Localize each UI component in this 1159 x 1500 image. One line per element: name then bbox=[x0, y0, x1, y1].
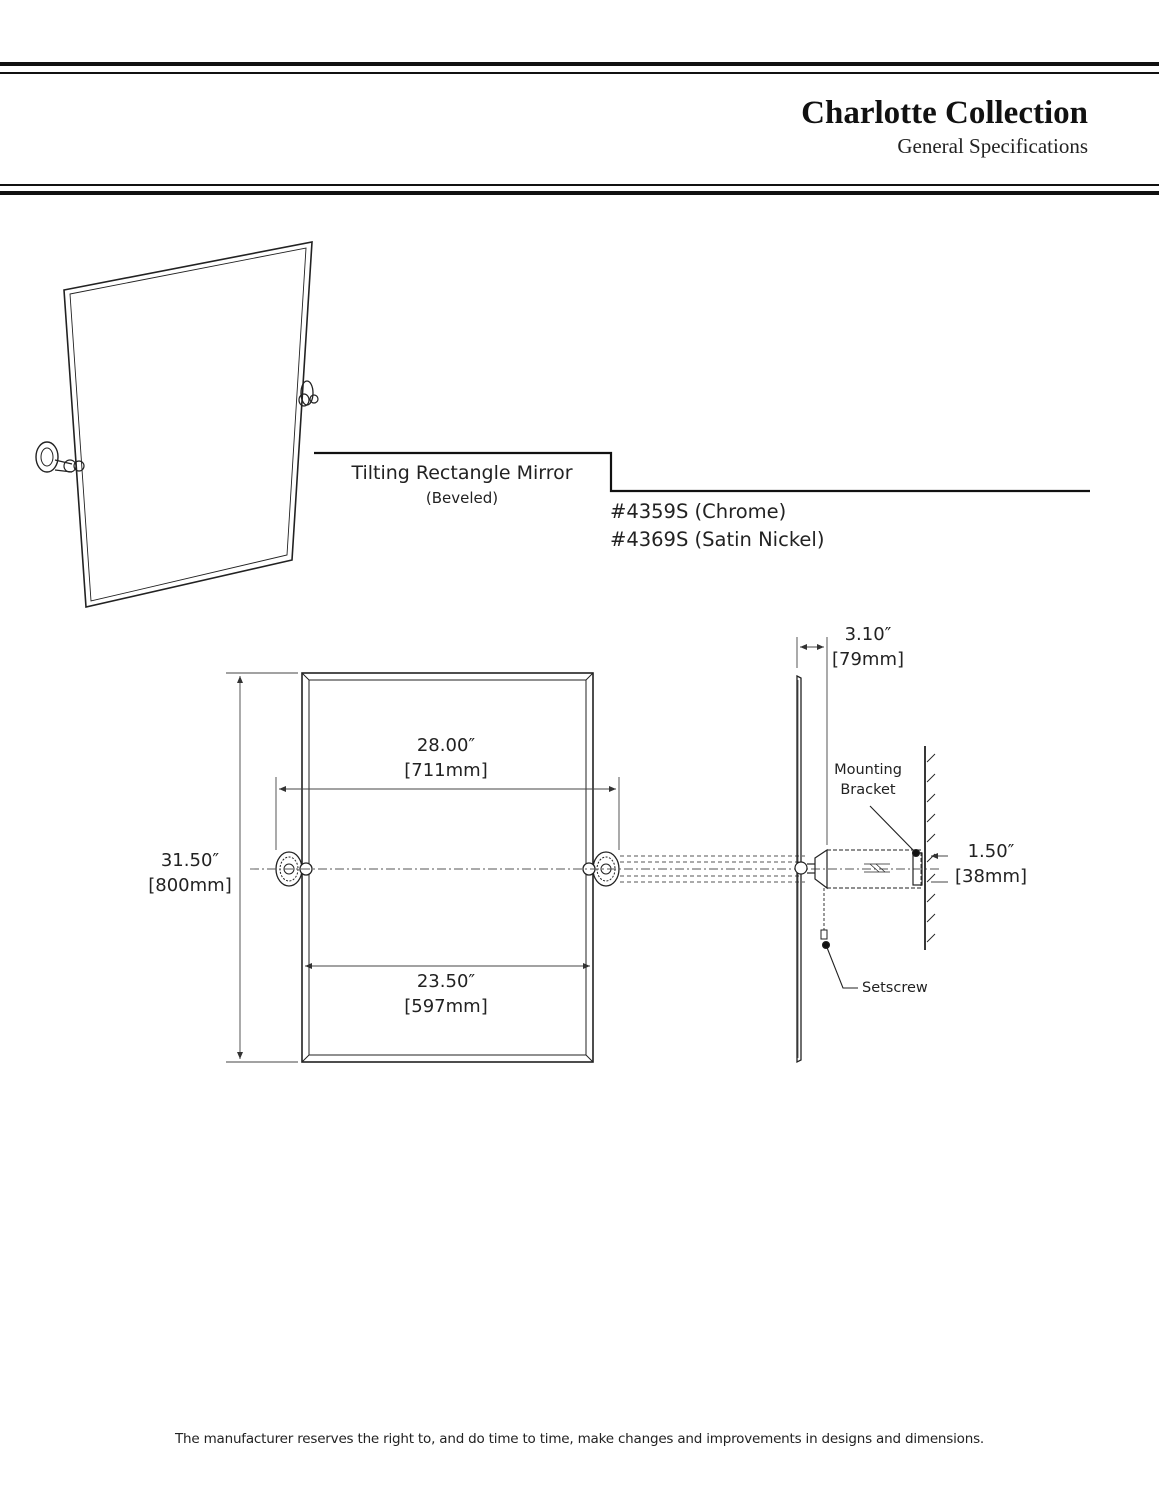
bracket-diameter-dimension-lines bbox=[931, 853, 948, 883]
bracket-diameter-mm: [38mm] bbox=[954, 866, 1028, 887]
mounting-bracket-label-line2: Bracket bbox=[840, 782, 896, 798]
height-dimension-inches: 31.50″ bbox=[160, 850, 220, 871]
bracket-span-mm: [711mm] bbox=[404, 760, 488, 781]
height-dimension-mm: [800mm] bbox=[148, 875, 232, 896]
setscrew-leader bbox=[821, 940, 858, 989]
projection-dimension-lines bbox=[796, 637, 828, 845]
header-rule-bottom-thick bbox=[0, 191, 1159, 195]
projection-inches: 3.10″ bbox=[844, 624, 892, 645]
model-number-chrome: #4359S (Chrome) bbox=[610, 500, 787, 523]
header-rule-top-thick bbox=[0, 62, 1159, 66]
side-view-bracket-arm bbox=[794, 848, 923, 940]
header-rule-bottom-thin bbox=[0, 184, 1159, 186]
product-name: Tilting Rectangle Mirror bbox=[351, 462, 573, 484]
wall-section bbox=[924, 746, 936, 950]
mounting-bracket-label-line1: Mounting bbox=[834, 762, 902, 778]
document-subtitle: General Specifications bbox=[897, 134, 1088, 158]
label-leader-line bbox=[314, 451, 1090, 493]
mounting-bracket-leader bbox=[869, 805, 921, 858]
setscrew-label: Setscrew bbox=[862, 980, 928, 996]
product-variant: (Beveled) bbox=[425, 489, 499, 507]
hidden-arm-lines bbox=[620, 855, 805, 883]
footer-disclaimer: The manufacturer reserves the right to, … bbox=[174, 1431, 985, 1447]
projection-mm: [79mm] bbox=[831, 649, 905, 670]
mirror-perspective-illustration bbox=[35, 241, 319, 608]
collection-title: Charlotte Collection bbox=[801, 95, 1088, 131]
bracket-span-dimension-lines bbox=[275, 777, 620, 850]
model-number-satin-nickel: #4369S (Satin Nickel) bbox=[610, 528, 825, 551]
mirror-width-mm: [597mm] bbox=[404, 996, 488, 1017]
bracket-span-inches: 28.00″ bbox=[416, 735, 476, 756]
height-dimension-lines bbox=[226, 672, 298, 1063]
header-rule-top-thin bbox=[0, 72, 1159, 74]
bracket-diameter-inches: 1.50″ bbox=[967, 841, 1015, 862]
mirror-width-inches: 23.50″ bbox=[416, 971, 476, 992]
